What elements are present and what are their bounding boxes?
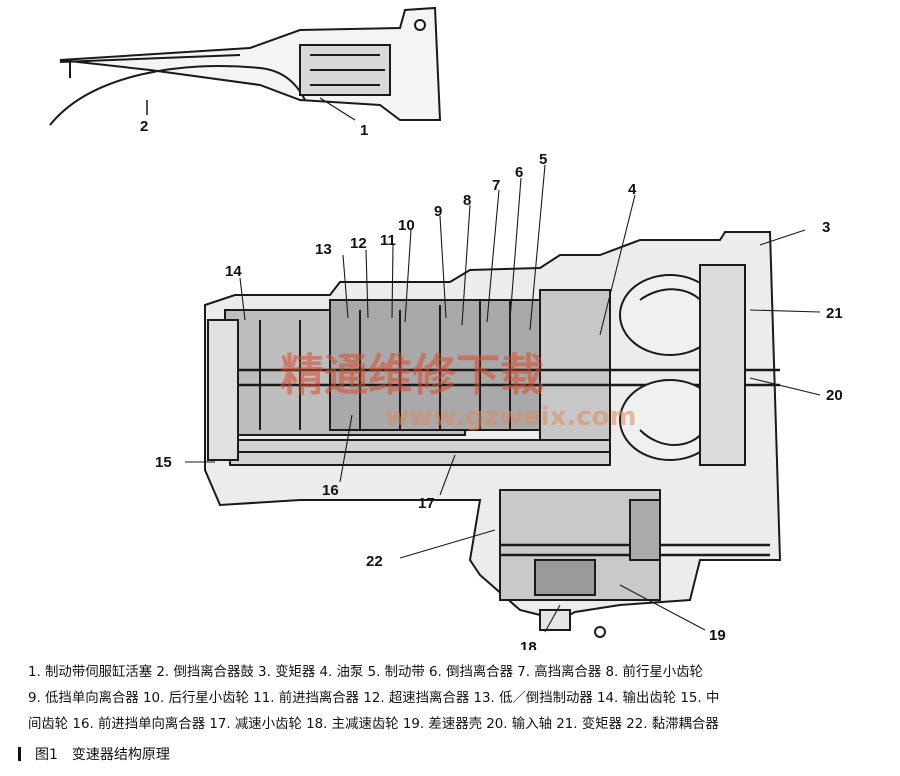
callout-4: 4	[628, 181, 637, 198]
callout-13: 13	[315, 241, 332, 258]
callout-22: 22	[366, 553, 383, 570]
callout-1: 1	[360, 122, 368, 139]
callout-7: 7	[492, 177, 500, 194]
callout-10: 10	[398, 217, 415, 234]
top-overview-drawing	[49, 6, 442, 126]
callout-17: 17	[418, 495, 435, 512]
callout-6: 6	[515, 164, 523, 181]
callout-12: 12	[350, 235, 367, 252]
legend-line: 间齿轮 16. 前进挡单向离合器 17. 减速小齿轮 18. 主减速齿轮 19.…	[28, 717, 719, 732]
callout-3: 3	[822, 219, 830, 236]
watermark-url: www.gzweix.com	[385, 402, 637, 432]
callout-15: 15	[155, 454, 172, 471]
callout-18: 18	[520, 639, 537, 650]
watermark-text: 精通维修下载	[280, 350, 544, 401]
callout-14: 14	[225, 263, 242, 280]
figure-caption: 图1 变速器结构原理	[18, 744, 170, 764]
callout-21: 21	[826, 305, 843, 322]
parts-legend: 1. 制动带伺服缸活塞 2. 倒挡离合器鼓 3. 变矩器 4. 油泵 5. 制动…	[28, 660, 884, 738]
callout-11: 11	[380, 232, 396, 249]
callout-19: 19	[709, 627, 726, 644]
callout-9: 9	[434, 203, 442, 220]
callout-8: 8	[463, 192, 471, 209]
main-transmission-drawing	[204, 231, 782, 638]
figure-number: 图1	[35, 747, 58, 763]
legend-line: 9. 低挡单向离合器 10. 后行星小齿轮 11. 前进挡离合器 12. 超速挡…	[28, 691, 720, 706]
callout-16: 16	[322, 482, 339, 499]
legend-line: 1. 制动带伺服缸活塞 2. 倒挡离合器鼓 3. 变矩器 4. 油泵 5. 制动…	[28, 665, 703, 680]
transmission-diagram: 精通维修下载 www.gzweix.com 1 2 3 4 5 6 7 8 9 …	[49, 6, 843, 650]
figure-title: 变速器结构原理	[71, 747, 170, 763]
callout-20: 20	[826, 387, 843, 404]
caption-marker	[18, 747, 21, 761]
callout-2: 2	[140, 118, 148, 135]
callout-5: 5	[539, 151, 547, 168]
